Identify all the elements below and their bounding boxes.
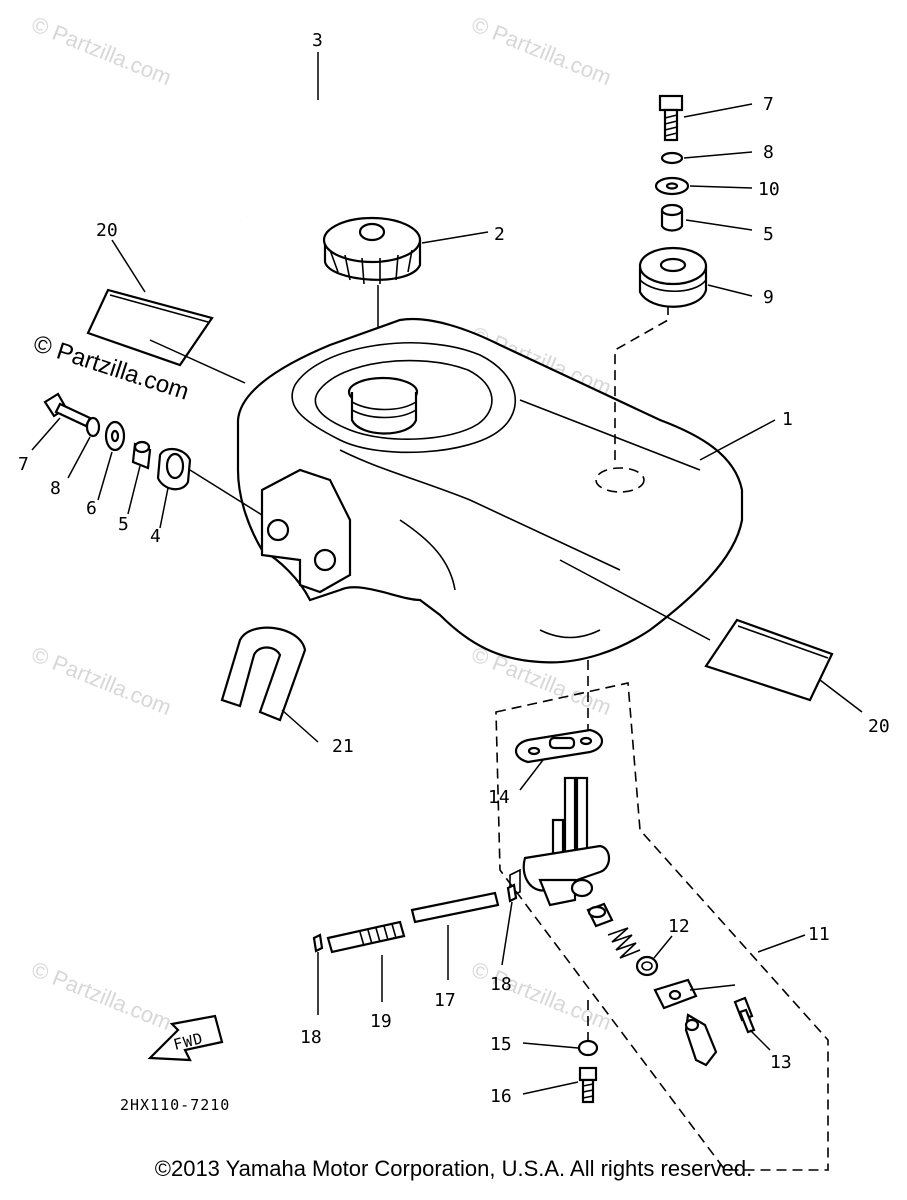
callout-4: 4 [150, 526, 161, 547]
callout-18-right: 18 [490, 974, 512, 995]
callout-20-right: 20 [868, 716, 890, 737]
leader-line [707, 284, 753, 297]
damper-4 [156, 447, 192, 491]
callout-9: 9 [763, 287, 774, 308]
leader-line [685, 219, 753, 231]
lock-washer-8-left [85, 416, 101, 438]
callout-8-right: 8 [763, 142, 774, 163]
callout-3: 3 [312, 30, 323, 51]
spring [607, 927, 641, 959]
callout-5-left: 5 [118, 514, 129, 535]
callout-18-left: 18 [300, 1027, 322, 1048]
watermark: © Partzilla.com [28, 641, 175, 720]
watermark: © Partzilla.com [468, 956, 615, 1035]
damper-9 [638, 246, 708, 308]
fuel-cock [509, 776, 611, 907]
leader-line [689, 185, 753, 189]
o-ring-12 [635, 955, 659, 977]
callout-6: 6 [86, 498, 97, 519]
lock-washer-8-right [660, 151, 684, 165]
callout-16: 16 [490, 1086, 512, 1107]
callout-2: 2 [494, 224, 505, 245]
leader-line [614, 305, 669, 460]
callout-8-left: 8 [50, 478, 61, 499]
leader-line [559, 559, 711, 641]
watermark: © Partzilla.com [28, 11, 175, 90]
leader-line [683, 103, 753, 118]
decal-20-right [704, 618, 834, 702]
callout-10: 10 [758, 179, 780, 200]
callout-7-left: 7 [18, 454, 29, 475]
collar-5-left [131, 440, 152, 470]
callout-20-left: 20 [96, 220, 118, 241]
leader-line [757, 934, 806, 953]
leader-line [689, 984, 736, 991]
leader-line [67, 436, 91, 479]
collar-5-right [660, 203, 684, 232]
screw-13 [733, 996, 756, 1034]
leader-line [653, 935, 673, 959]
watermark: © Partzilla.com [28, 956, 175, 1035]
leader-line [31, 417, 61, 451]
gasket-14 [514, 728, 604, 764]
copyright-notice: ©2013 Yamaha Motor Corporation, U.S.A. A… [154, 1156, 753, 1181]
callout-21: 21 [332, 736, 354, 757]
fuel-hose-17 [410, 891, 500, 924]
hose-19 [326, 920, 406, 954]
callout-17: 17 [434, 990, 456, 1011]
diagram-code: 2HX110-7210 [120, 1096, 230, 1114]
leader-line [683, 151, 753, 159]
clip-18-left [312, 933, 324, 953]
drain-screw-16 [578, 1066, 598, 1104]
watermark: © Partzilla.com [468, 11, 615, 90]
leader-line [699, 419, 776, 461]
callout-1: 1 [782, 409, 793, 430]
leader-line [111, 239, 146, 293]
bolt-7-right [658, 94, 684, 142]
fuel-tank [236, 318, 744, 664]
leader-line [127, 465, 141, 515]
washer-15 [577, 1039, 599, 1057]
clip-21 [220, 626, 307, 722]
washer-10 [654, 176, 690, 196]
callout-labels: 3 2 7 8 10 5 9 1 20 7 8 6 5 4 20 21 14 1… [18, 30, 890, 1107]
assembly-outline [495, 682, 829, 1171]
leader-line [97, 451, 113, 501]
callout-7-right: 7 [763, 94, 774, 115]
callout-11: 11 [808, 924, 830, 945]
leader-line [819, 679, 863, 713]
callout-13: 13 [770, 1052, 792, 1073]
callout-5-right: 5 [763, 224, 774, 245]
lever [653, 978, 718, 1067]
leader-line [522, 1081, 579, 1095]
leader-line [522, 1042, 579, 1049]
decal-20-left [86, 288, 214, 367]
clip-18-right [506, 883, 518, 903]
callout-19: 19 [370, 1011, 392, 1032]
breather-hose [244, 99, 375, 217]
leader-line [749, 1029, 771, 1051]
washer-6 [104, 420, 126, 452]
leader-line [189, 469, 263, 516]
leader-line [149, 339, 246, 384]
leader-line [501, 901, 513, 966]
callout-14: 14 [488, 787, 510, 808]
leader-line [519, 759, 544, 791]
callout-12: 12 [668, 916, 690, 937]
leader-line [281, 709, 319, 743]
callout-15: 15 [490, 1034, 512, 1055]
leader-line [159, 487, 169, 529]
bolt-7-left [43, 392, 92, 428]
fuel-cap [322, 216, 422, 285]
leader-line [421, 231, 489, 244]
plunger [586, 902, 614, 928]
